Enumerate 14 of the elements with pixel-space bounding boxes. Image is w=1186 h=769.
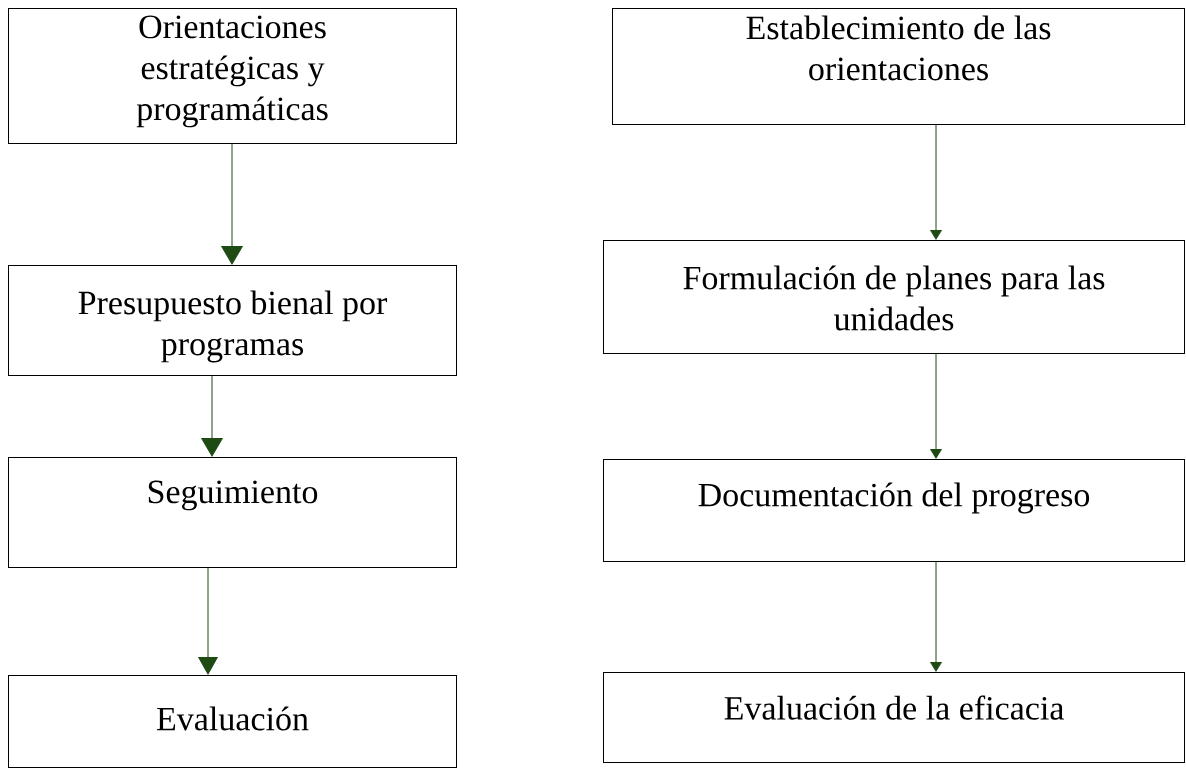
process-box: Evaluación de la eficacia: [603, 672, 1185, 763]
arrow: [930, 561, 942, 672]
arrow: [930, 353, 942, 459]
process-box: Orientaciones estratégicas y programáticas: [8, 8, 457, 144]
process-box: Seguimiento: [8, 457, 457, 568]
arrow: [201, 375, 223, 457]
process-box: Documentación del progreso: [603, 459, 1185, 562]
process-box: Establecimiento de las orientaciones: [612, 8, 1185, 125]
arrow: [221, 143, 243, 265]
arrow: [930, 124, 942, 240]
arrow: [198, 567, 218, 675]
process-box: Presupuesto bienal por programas: [8, 265, 457, 376]
process-box: Formulación de planes para las unidades: [603, 240, 1185, 354]
process-box: Evaluación: [8, 675, 457, 768]
